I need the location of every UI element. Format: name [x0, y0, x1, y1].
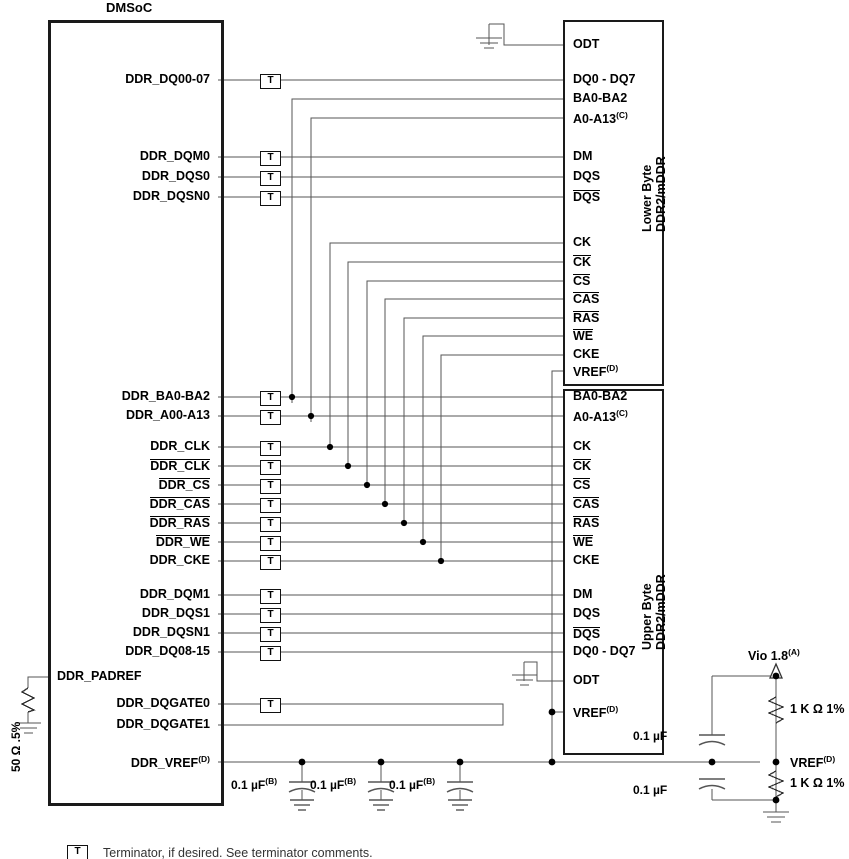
terminator-dqs0[interactable]: T — [260, 171, 281, 186]
soc-pin-ddr-clk: DDR_CLK — [150, 439, 210, 453]
soc-pin-ddr-dqsn1: DDR_DQSN1 — [132, 625, 210, 639]
soc-pin-ddr-cke: DDR_CKE — [149, 553, 210, 567]
soc-pin-ddr-ras: DDR_RAS — [149, 516, 210, 530]
soc-pin-ddr-clk-n: DDR_CLK — [150, 459, 210, 473]
upper-pin-vref: VREF(D) — [573, 704, 619, 721]
upper-pin-ck-n: CK — [573, 459, 592, 473]
divider-top-cap-label: 0.1 µF — [633, 729, 668, 743]
upper-pin-ck: CK — [573, 439, 592, 453]
terminator-dqsn1[interactable]: T — [260, 627, 281, 642]
upper-pin-cke: CKE — [573, 553, 600, 567]
terminator-ba0-ba2[interactable]: T — [260, 391, 281, 406]
soc-pin-ddr-dq00-07: DDR_DQ00-07 — [125, 72, 210, 86]
lower-pin-a0-a13: A0-A13(C) — [573, 110, 628, 127]
lower-pin-dqs: DQS — [573, 169, 601, 183]
soc-pin-ddr-a00-a13: DDR_A00-A13 — [125, 408, 210, 422]
lower-pin-odt: ODT — [573, 37, 600, 51]
lower-pin-vref: VREF(D) — [573, 363, 619, 380]
soc-block — [48, 20, 224, 806]
terminator-dqgate0[interactable]: T — [260, 698, 281, 713]
terminator-a00-a13[interactable]: T — [260, 410, 281, 425]
upper-pin-dqs: DQS — [573, 606, 601, 620]
terminator-clk-n[interactable]: T — [260, 460, 281, 475]
upper-pin-ba0-ba2: BA0-BA2 — [573, 389, 628, 403]
soc-pin-ddr-padref: DDR_PADREF — [57, 669, 142, 683]
terminator-dqm0[interactable]: T — [260, 151, 281, 166]
upper-byte-side-label: Upper Byte DDR2/mDDR — [640, 574, 668, 650]
lower-pin-cs: CS — [573, 274, 591, 288]
terminator-dq00-07[interactable]: T — [260, 74, 281, 89]
padref-resistor-label: 50 Ω .5% — [9, 721, 23, 772]
terminator-cas[interactable]: T — [260, 498, 281, 513]
divider-bottom-cap-label: 0.1 µF — [633, 783, 668, 797]
vref-node-label: VREF(D) — [790, 754, 836, 771]
soc-title: DMSoC — [106, 0, 153, 15]
vref-cap-label-3: 0.1 µF(B) — [389, 776, 436, 792]
upper-pin-we: WE — [573, 535, 594, 549]
soc-pin-ddr-ba0-ba2: DDR_BA0-BA2 — [121, 389, 210, 403]
soc-pin-ddr-we: DDR_WE — [155, 535, 210, 549]
soc-pin-ddr-dqs1: DDR_DQS1 — [141, 606, 210, 620]
lower-pin-dm: DM — [573, 149, 593, 163]
soc-pin-ddr-dqs0: DDR_DQS0 — [141, 169, 210, 183]
terminator-clk[interactable]: T — [260, 441, 281, 456]
lower-pin-ba0-ba2: BA0-BA2 — [573, 91, 628, 105]
soc-pin-ddr-vref: DDR_VREF(D) — [130, 754, 210, 771]
soc-pin-ddr-cas: DDR_CAS — [149, 497, 210, 511]
upper-pin-odt: ODT — [573, 673, 600, 687]
upper-byte-block — [563, 389, 664, 755]
divider-bottom-res-label: 1 K Ω 1% — [790, 776, 845, 790]
upper-pin-ras: RAS — [573, 516, 600, 530]
lower-byte-block — [563, 20, 664, 386]
terminator-dqsn0[interactable]: T — [260, 191, 281, 206]
upper-pin-dq0-dq7: DQ0 - DQ7 — [573, 644, 636, 658]
terminator-dqs1[interactable]: T — [260, 608, 281, 623]
lower-side-line1: Lower Byte — [640, 164, 654, 232]
vref-cap-label-2: 0.1 µF(B) — [310, 776, 357, 792]
upper-pin-cas: CAS — [573, 497, 600, 511]
legend-text: Terminator, if desired. See terminator c… — [103, 846, 373, 859]
upper-pin-cs: CS — [573, 478, 591, 492]
terminator-dq08-15[interactable]: T — [260, 646, 281, 661]
junction-dots — [288, 393, 780, 804]
lower-pin-dqs-n: DQS — [573, 190, 601, 204]
soc-pin-ddr-dqgate0: DDR_DQGATE0 — [116, 696, 210, 710]
lower-pin-ck: CK — [573, 235, 592, 249]
soc-pin-ddr-dqm1: DDR_DQM1 — [139, 587, 210, 601]
upper-pin-a0-a13: A0-A13(C) — [573, 408, 628, 425]
lower-byte-side-label: Lower Byte DDR2/mDDR — [640, 156, 668, 232]
lower-pin-ck-n: CK — [573, 255, 592, 269]
upper-side-line2: DDR2/mDDR — [654, 574, 668, 650]
upper-pin-dqs-n: DQS — [573, 627, 601, 641]
soc-pin-ddr-dqm0: DDR_DQM0 — [139, 149, 210, 163]
lower-pin-cas: CAS — [573, 292, 600, 306]
vref-cap-label-1: 0.1 µF(B) — [231, 776, 278, 792]
lower-pin-we: WE — [573, 329, 594, 343]
lower-pin-dq0-dq7: DQ0 - DQ7 — [573, 72, 636, 86]
upper-pin-dm: DM — [573, 587, 593, 601]
soc-pin-ddr-dqsn0: DDR_DQSN0 — [132, 189, 210, 203]
upper-side-line1: Upper Byte — [640, 583, 654, 650]
terminator-dqm1[interactable]: T — [260, 589, 281, 604]
soc-pin-ddr-dq08-15: DDR_DQ08-15 — [125, 644, 210, 658]
lower-side-line2: DDR2/mDDR — [654, 156, 668, 232]
cap-plates — [288, 734, 726, 793]
divider-top-res-label: 1 K Ω 1% — [790, 702, 845, 716]
terminator-ras[interactable]: T — [260, 517, 281, 532]
terminator-cs[interactable]: T — [260, 479, 281, 494]
vio-supply-label: Vio 1.8(A) — [748, 647, 800, 664]
lower-pin-ras: RAS — [573, 311, 600, 325]
lower-pin-cke: CKE — [573, 347, 600, 361]
terminator-we[interactable]: T — [260, 536, 281, 551]
soc-pin-ddr-cs: DDR_CS — [158, 478, 210, 492]
terminator-cke[interactable]: T — [260, 555, 281, 570]
soc-pin-ddr-dqgate1: DDR_DQGATE1 — [116, 717, 210, 731]
legend-terminator-icon: T — [67, 845, 88, 859]
